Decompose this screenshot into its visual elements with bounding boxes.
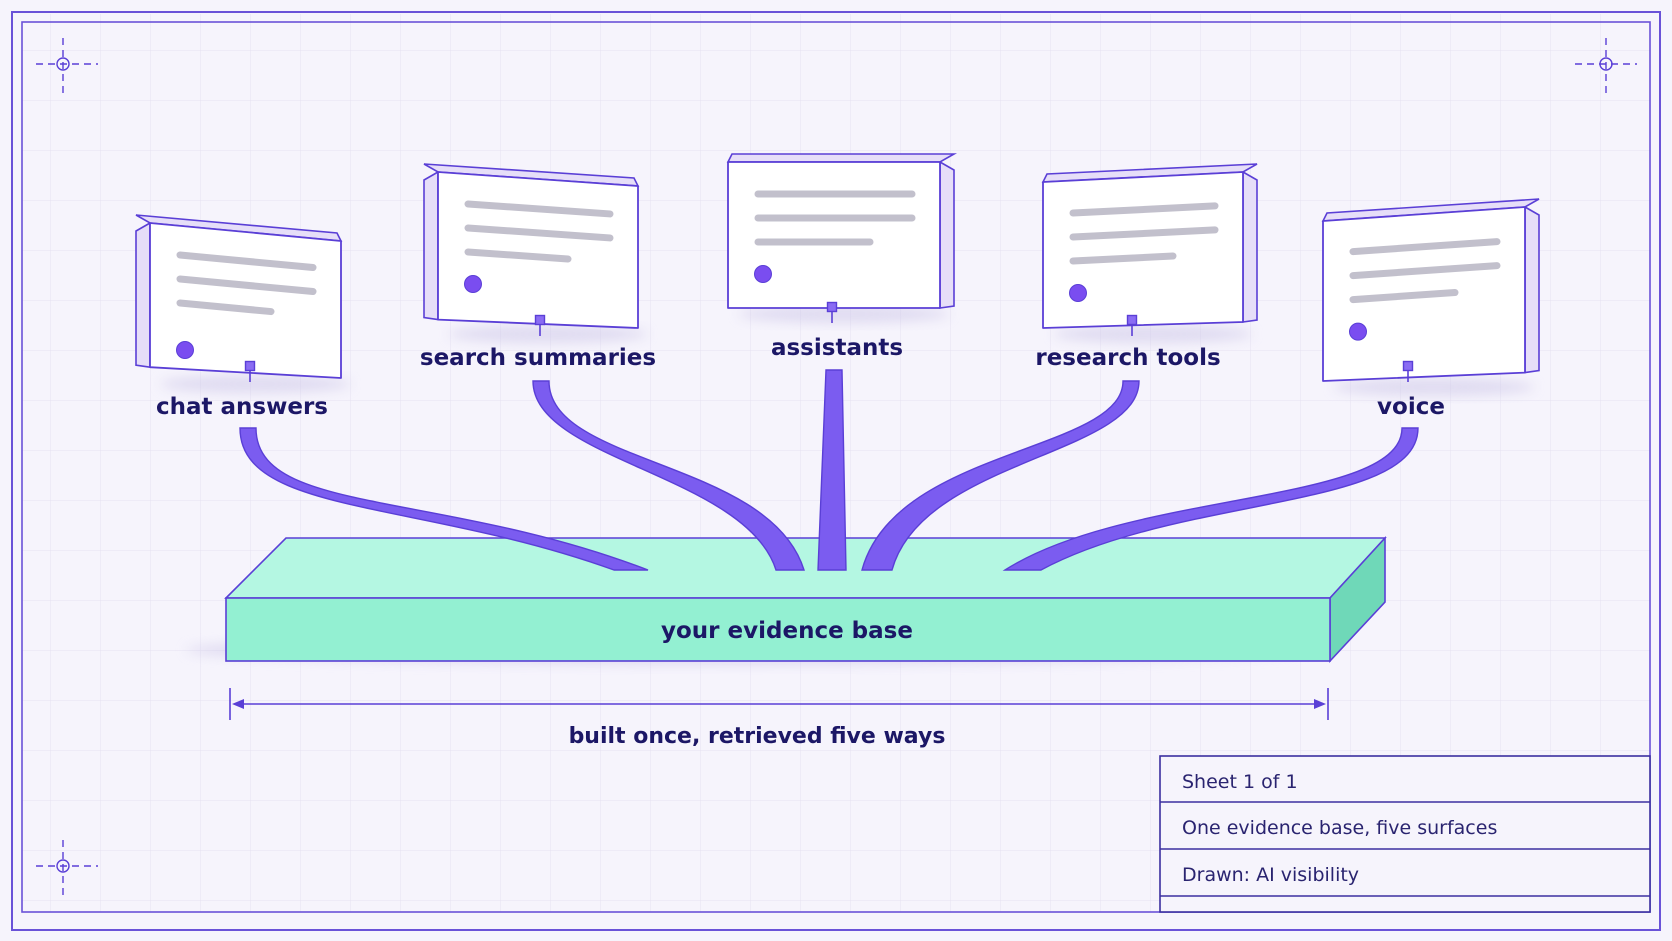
card-text-line bbox=[464, 200, 614, 218]
label-assistants: assistants bbox=[771, 335, 903, 361]
inner-frame bbox=[21, 21, 1651, 913]
outer-frame bbox=[11, 11, 1661, 931]
connectors bbox=[239, 369, 1419, 571]
card-shadow bbox=[1053, 325, 1253, 343]
card-depth-face bbox=[423, 170, 439, 321]
base-top-face bbox=[224, 537, 1387, 599]
card-top-edge bbox=[726, 153, 958, 163]
card-shadow bbox=[738, 305, 950, 323]
surface-card-search-summaries bbox=[423, 163, 648, 343]
surface-card-research-tools bbox=[1041, 163, 1258, 343]
registration-mark-top-left bbox=[36, 38, 98, 98]
label-chat-answers: chat answers bbox=[156, 394, 328, 420]
card-dot-icon bbox=[176, 341, 194, 359]
card-anchor-pin bbox=[1126, 314, 1138, 326]
base-front-face bbox=[225, 597, 1331, 662]
surface-card-assistants bbox=[726, 153, 958, 323]
card-text-line bbox=[1069, 202, 1219, 217]
card-anchor-pin bbox=[1402, 360, 1414, 372]
card-shadow bbox=[448, 325, 648, 343]
evidence-base-block: your evidence base bbox=[185, 535, 1387, 664]
card-text-line bbox=[464, 224, 614, 242]
registration-mark-top-right bbox=[1575, 38, 1637, 98]
dimension-line bbox=[229, 688, 1329, 720]
card-text-line bbox=[1349, 289, 1459, 304]
connector-research-tools bbox=[861, 380, 1140, 571]
card-face bbox=[727, 161, 941, 309]
card-anchor-pin bbox=[534, 314, 546, 326]
registration-mark-bottom-left bbox=[36, 840, 98, 898]
card-anchor-pin bbox=[826, 301, 838, 313]
card-shadow bbox=[160, 375, 351, 393]
card-depth-face bbox=[135, 221, 151, 369]
label-research-tools: research tools bbox=[1035, 345, 1220, 371]
card-text-line bbox=[1069, 252, 1177, 265]
card-dot-icon bbox=[1349, 322, 1367, 341]
label-voice: voice bbox=[1377, 394, 1445, 420]
dimension-label: built once, retrieved five ways bbox=[569, 724, 946, 749]
card-text-line bbox=[176, 251, 317, 272]
card-text-line bbox=[176, 275, 317, 296]
card-text-line bbox=[1349, 262, 1501, 280]
surface-labels: chat answers search summaries assistants… bbox=[156, 335, 1445, 420]
label-search-summaries: search summaries bbox=[420, 345, 656, 371]
card-dot-icon bbox=[464, 275, 482, 293]
card-depth-face bbox=[1242, 170, 1258, 323]
card-depth-face bbox=[1524, 205, 1540, 374]
card-anchor-pin bbox=[244, 360, 256, 372]
card-depth-face bbox=[939, 160, 955, 309]
card-face bbox=[1042, 171, 1244, 329]
card-dot-icon bbox=[1069, 284, 1087, 302]
connector-chat-answers bbox=[239, 427, 649, 571]
title-block: Sheet 1 of 1 One evidence base, five sur… bbox=[1159, 755, 1651, 913]
connector-voice bbox=[1002, 427, 1419, 571]
card-shadow bbox=[1333, 378, 1535, 396]
card-text-line bbox=[176, 299, 275, 316]
card-face bbox=[149, 222, 342, 379]
surface-card-chat-answers bbox=[135, 214, 351, 393]
connector-search-summaries bbox=[532, 380, 805, 571]
base-label: your evidence base bbox=[661, 618, 913, 644]
title-block-title: One evidence base, five surfaces bbox=[1182, 817, 1497, 839]
title-block-drawn: Drawn: AI visibility bbox=[1182, 864, 1359, 886]
connector-assistants bbox=[817, 369, 847, 571]
card-text-line bbox=[1349, 238, 1501, 256]
card-text-line bbox=[464, 248, 572, 263]
card-text-line bbox=[1069, 226, 1219, 241]
card-dot-icon bbox=[754, 265, 772, 283]
surface-card-voice bbox=[1321, 198, 1540, 396]
title-block-sheet: Sheet 1 of 1 bbox=[1182, 771, 1298, 793]
